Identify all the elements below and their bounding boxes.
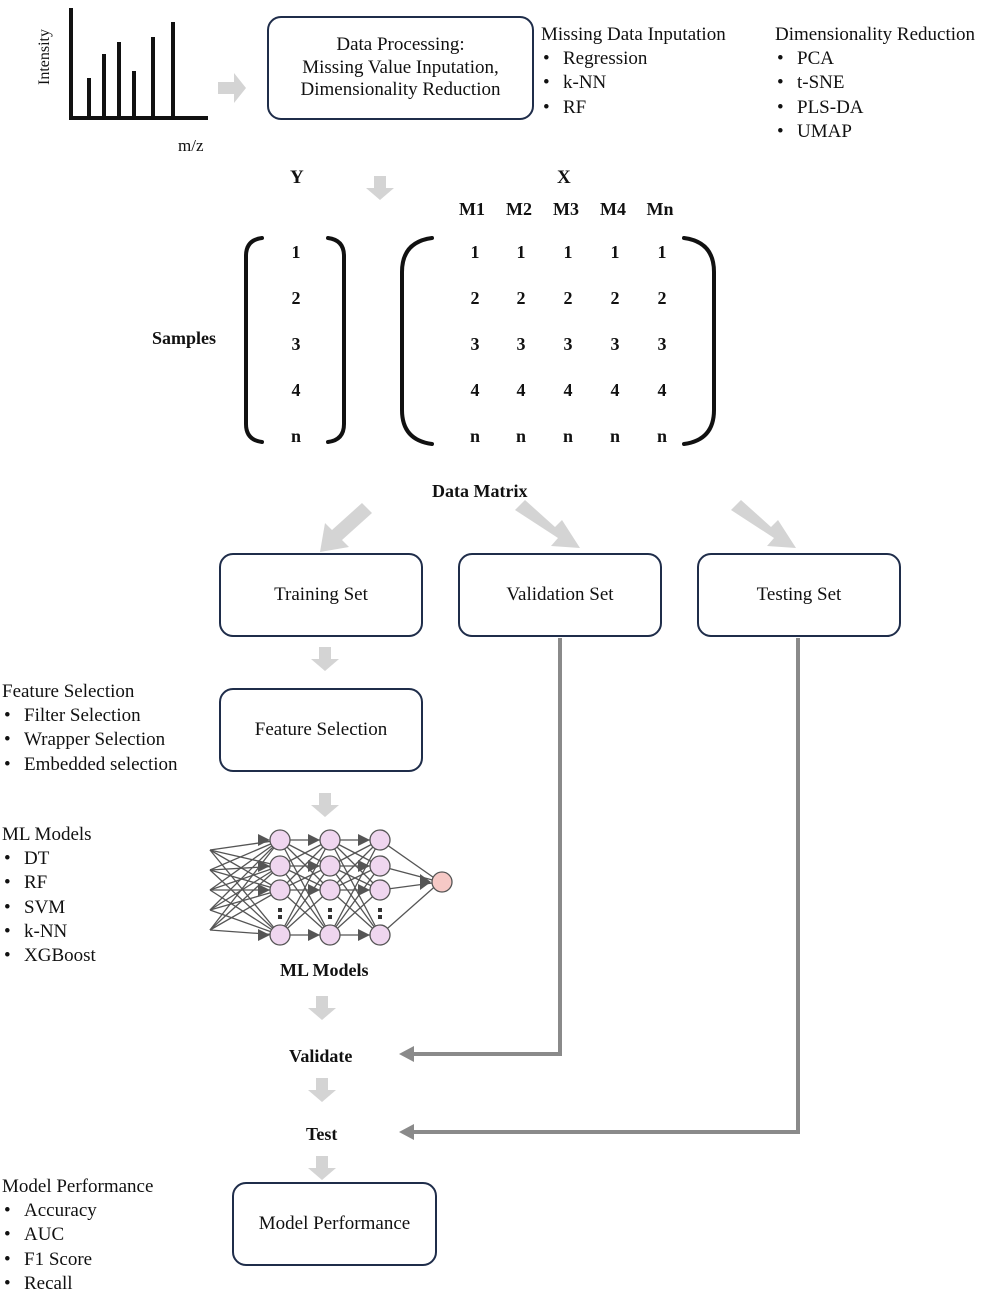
list-item: XGBoost [2,944,96,968]
x-cell: 3 [610,334,620,354]
model-performance-box: Model Performance [232,1182,437,1266]
neural-network-icon [209,829,453,946]
training-set-box: Training Set [219,553,423,637]
x-cell: 1 [657,242,667,262]
list-item: PCA [775,47,975,71]
x-cell: 3 [563,334,573,354]
x-cell: n [656,426,667,446]
list-item: k-NN [2,920,96,944]
x-cell: 1 [610,242,620,262]
ml-models-title: ML Models [2,824,92,845]
x-cell: 1 [563,242,573,262]
y-label: Y [290,167,304,188]
list-item: DT [2,847,96,871]
y-cell: n [290,426,301,446]
model-performance-box-label: Model Performance [258,1212,411,1234]
data-matrix-caption: Data Matrix [432,481,528,501]
validation-set-label: Validation Set [506,583,614,605]
dim-reduction-title: Dimensionality Reduction [775,24,976,45]
ml-models-caption: ML Models [280,960,369,980]
x-cell: n [469,426,480,446]
list-item: AUC [2,1223,153,1247]
list-item: Regression [541,47,726,71]
x-cell: 2 [657,288,667,308]
list-item: RF [2,871,96,895]
x-matrix-brackets [400,236,716,446]
x-cell: n [515,426,526,446]
x-cell: n [562,426,573,446]
list-item: k-NN [541,71,726,95]
y-cell: 3 [291,334,301,354]
y-cell: 2 [291,288,301,308]
x-label: X [557,167,571,188]
x-cell: 4 [657,380,667,400]
x-cell: n [609,426,620,446]
y-cell: 4 [291,380,301,400]
list-item: F1 Score [2,1248,153,1272]
test-step: Test [306,1124,338,1144]
column-header: Mn [646,199,674,219]
feature-selection-list: Feature Selection Filter Selection Wrapp… [2,680,178,777]
list-item: Embedded selection [2,753,178,777]
feature-selection-title: Feature Selection [2,681,135,702]
samples-label: Samples [152,328,217,348]
testing-set-label: Testing Set [756,583,842,605]
list-item: Recall [2,1272,153,1296]
x-cell: 2 [610,288,620,308]
x-cell: 1 [516,242,526,262]
validate-arrowhead [399,1046,414,1062]
dim-reduction-list: Dimensionality Reduction PCA t-SNE PLS-D… [775,23,975,144]
missing-data-list: Missing Data Inputation Regression k-NN … [541,23,726,120]
connector-lines [412,638,800,1134]
list-item: PLS-DA [775,96,975,120]
x-cell: 4 [563,380,573,400]
list-item: Filter Selection [2,704,178,728]
validation-set-box: Validation Set [458,553,662,637]
training-set-label: Training Set [274,583,368,605]
model-performance-list: Model Performance Accuracy AUC F1 Score … [2,1175,153,1296]
x-cell: 3 [516,334,526,354]
validate-step: Validate [289,1046,353,1066]
x-cell: 2 [563,288,573,308]
list-item: t-SNE [775,71,975,95]
x-cell: 3 [657,334,667,354]
y-vector-brackets [244,236,346,444]
testing-set-box: Testing Set [697,553,901,637]
column-header: M2 [506,199,532,219]
list-item: UMAP [775,120,975,144]
spectrum-xlabel: m/z [178,136,204,155]
x-cell: 4 [610,380,620,400]
column-header: M4 [600,199,626,219]
data-processing-label: Data Processing: Missing Value Inputatio… [300,33,501,101]
ml-models-list: ML Models DT RF SVM k-NN XGBoost [2,823,96,968]
data-processing-box: Data Processing: Missing Value Inputatio… [267,16,534,120]
spectrum-icon [69,8,208,120]
x-cell: 2 [516,288,526,308]
column-header: M3 [553,199,579,219]
missing-data-title: Missing Data Inputation [541,24,726,45]
x-cell: 4 [516,380,526,400]
model-performance-title: Model Performance [2,1176,154,1197]
list-item: RF [541,96,726,120]
list-item: Accuracy [2,1199,153,1223]
y-cell: 1 [291,242,301,262]
list-item: Wrapper Selection [2,728,178,752]
test-arrowhead [399,1124,414,1140]
x-cell: 4 [470,380,480,400]
x-cell: 2 [470,288,480,308]
feature-selection-box-label: Feature Selection [254,718,388,740]
spectrum-ylabel: Intensity [36,29,53,85]
flow-arrows [218,73,796,1180]
feature-selection-box: Feature Selection [219,688,423,772]
x-cell: 1 [470,242,480,262]
column-header: M1 [459,199,485,219]
list-item: SVM [2,896,96,920]
x-cell: 3 [470,334,480,354]
